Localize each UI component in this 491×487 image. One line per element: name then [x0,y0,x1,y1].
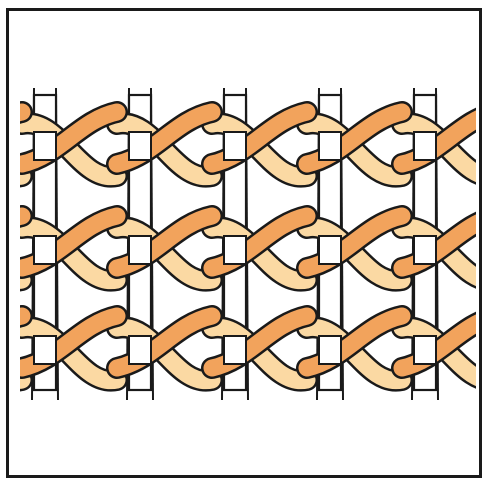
warp-window [34,132,56,160]
warp-window [319,236,341,264]
warp-window [414,132,436,160]
warp-window [319,132,341,160]
warp-window [129,236,151,264]
warp-window [319,336,341,364]
weft-strands [0,112,491,381]
warp-window [34,236,56,264]
warp-window [414,236,436,264]
warp-window [129,132,151,160]
warp-window [224,132,246,160]
warp-window [224,336,246,364]
warp-window [224,236,246,264]
warp-window [34,336,56,364]
warp-window [129,336,151,364]
warp-window [414,336,436,364]
